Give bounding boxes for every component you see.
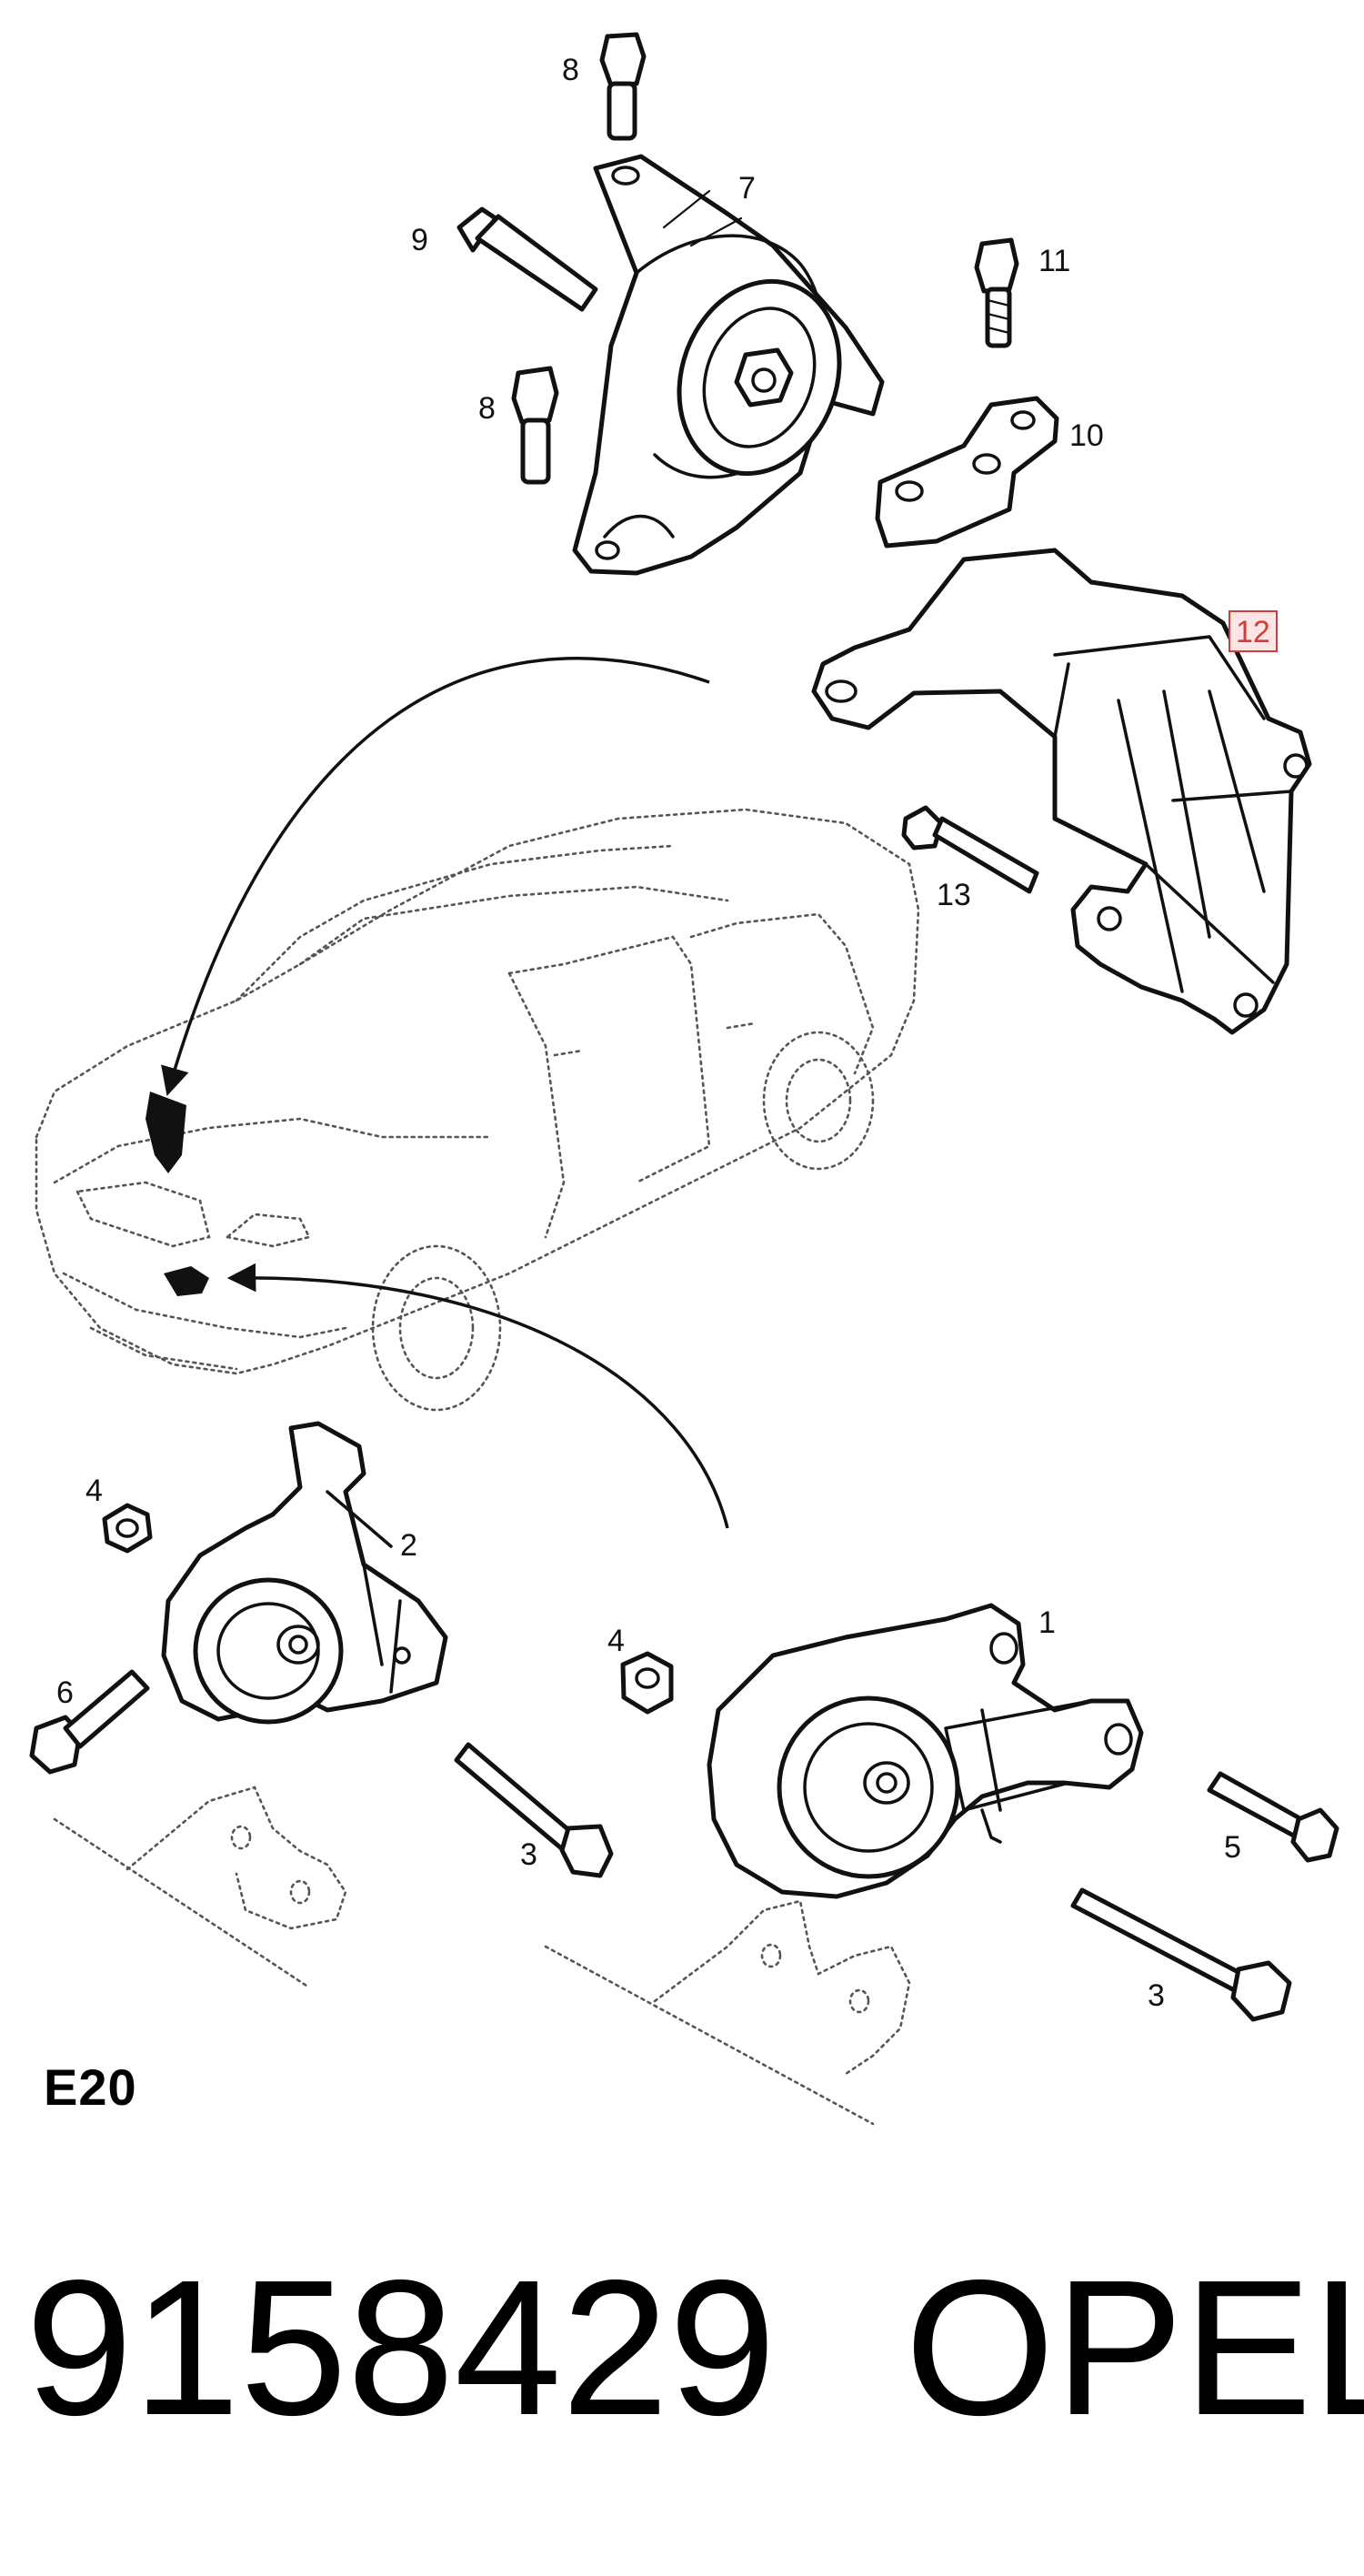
bolt-13: [901, 805, 1039, 894]
bolt-3-right: [1070, 1887, 1292, 2022]
section-label: E20: [44, 2058, 137, 2116]
callout-8-left: 8: [478, 391, 496, 426]
pointer-arrow-top: [161, 657, 710, 1097]
callout-9: 9: [411, 223, 428, 257]
callout-7: 7: [738, 171, 756, 206]
engine-mount-top: [572, 154, 885, 576]
callout-4-left: 4: [85, 1474, 103, 1508]
pointer-arrow-bottom: [226, 1263, 729, 1529]
callout-12-highlight: 12: [1229, 610, 1278, 652]
callout-2: 2: [400, 1528, 417, 1563]
nut-4-middle: [620, 1651, 674, 1715]
callout-4-middle: 4: [607, 1624, 625, 1658]
callout-3-right: 3: [1148, 1978, 1165, 2013]
callout-1: 1: [1038, 1605, 1056, 1640]
bracket-12: [811, 548, 1312, 1035]
spacer-block-10: [875, 396, 1059, 548]
bolt-5: [1207, 1771, 1339, 1863]
bolt-11: [974, 237, 1019, 348]
callout-8-top: 8: [562, 53, 579, 87]
bolt-8-top: [599, 32, 647, 141]
callout-12: 12: [1236, 615, 1270, 649]
part-number: 9158429: [25, 2239, 777, 2455]
callout-5: 5: [1224, 1830, 1241, 1865]
callout-11: 11: [1038, 244, 1070, 278]
callout-3-middle: 3: [520, 1837, 537, 1872]
car-illustration: [35, 808, 920, 1412]
bolt-8-left: [511, 366, 559, 485]
callout-6: 6: [56, 1675, 74, 1710]
engine-mount-2: [161, 1421, 448, 1725]
engine-mount-1: [707, 1603, 1144, 1899]
chassis-outline: [53, 1786, 911, 2126]
callout-10: 10: [1069, 418, 1104, 453]
exploded-parts-diagram: 1 2 3 3 4 4 5 6 7 8 8 9 10 11 12 13: [29, 32, 1339, 2126]
nut-4-left: [102, 1503, 153, 1554]
bolt-6: [29, 1669, 150, 1775]
bolt-9: [456, 206, 598, 312]
callout-13: 13: [937, 878, 971, 912]
brand-name: OPEL: [905, 2239, 1364, 2455]
bolt-3-middle: [454, 1742, 614, 1878]
